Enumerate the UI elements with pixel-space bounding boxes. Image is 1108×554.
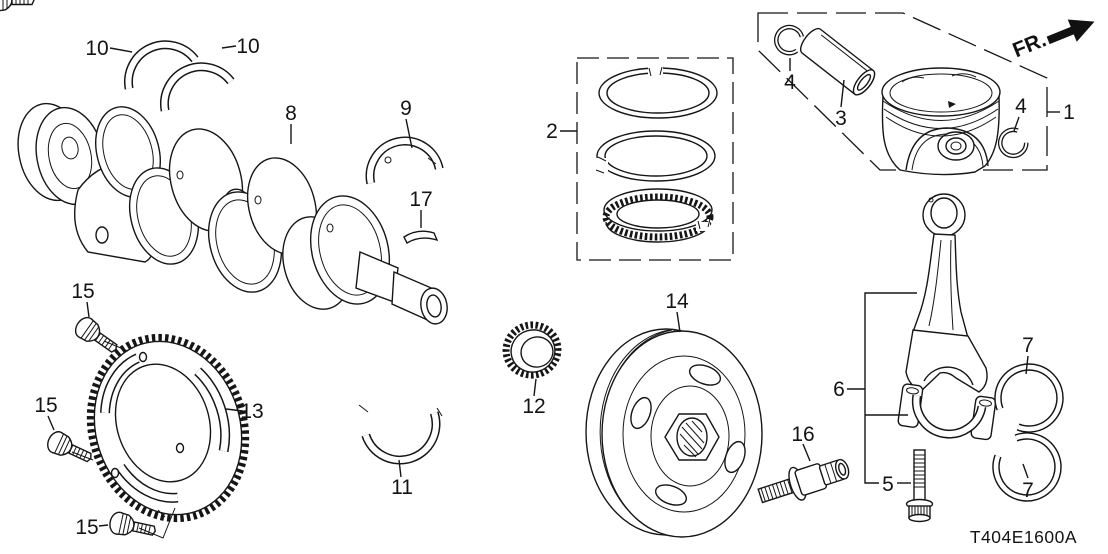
rod-bolt-5: [905, 449, 934, 523]
part-label-15-bottom: 15: [75, 516, 98, 539]
part-label-4-left: 4: [784, 71, 796, 94]
crank-pulley-14: [585, 328, 763, 538]
part-label-9: 9: [400, 97, 412, 120]
part-label-15-left: 15: [34, 394, 57, 417]
part-label-4-right: 4: [1015, 95, 1027, 118]
timing-gear-12: [502, 321, 562, 379]
part-label-15-top: 15: [71, 280, 94, 303]
part-label-13: 13: [240, 400, 263, 423]
top-ring: [598, 64, 718, 119]
part-label-16: 16: [791, 423, 814, 446]
pulley-bolt-16: [757, 458, 850, 504]
part-label-8: 8: [285, 102, 297, 125]
connecting-rod-6: [905, 193, 988, 393]
part-label-11: 11: [391, 476, 413, 499]
fr-arrow-icon: [1046, 19, 1095, 45]
part-label-7-upper: 7: [1022, 334, 1034, 357]
oil-ring: [602, 188, 714, 243]
callout-labels: 10 10 8 9 17 2 4 3 4 1 15 15 15 13 11 12…: [34, 35, 1075, 539]
woodruff-key-17: [403, 230, 439, 244]
diagram-code: T404E1600A: [970, 527, 1077, 547]
flange-bolt-15: [0, 0, 35, 12]
piston-pin-clip-4-right: [997, 127, 1029, 159]
main-bearing-upper-left-pair: [124, 40, 235, 112]
part-label-12: 12: [522, 395, 545, 418]
main-bearing-9: [365, 136, 444, 185]
piston-pin-clip-4-left: [774, 24, 805, 56]
part-label-10-right: 10: [236, 35, 259, 58]
part-label-3: 3: [835, 107, 847, 130]
piston-pin-3: [799, 27, 876, 96]
part-label-14: 14: [665, 290, 689, 313]
part-label-1: 1: [1063, 101, 1075, 124]
piston-kit-outline: [757, 12, 1060, 171]
part-label-7-lower: 7: [1022, 479, 1034, 502]
crankshaft-drawing: [17, 102, 448, 325]
part-label-6: 6: [833, 378, 845, 401]
rod-cap-6: [897, 383, 997, 441]
second-ring: [594, 130, 716, 182]
pulser-plate-13: [86, 333, 250, 523]
main-bearing-lower-11: [358, 404, 443, 465]
leader-lines: [47, 45, 1029, 539]
part-label-5: 5: [882, 473, 894, 496]
piston-ring-set-2: [576, 57, 734, 261]
rod-bearing-7-upper: [994, 363, 1064, 433]
part-label-17: 17: [409, 188, 432, 211]
part-label-2: 2: [546, 120, 558, 143]
rod-bearing-7-lower: [992, 432, 1062, 502]
part-label-10-left: 10: [85, 37, 108, 60]
piston-1: [881, 67, 1001, 176]
